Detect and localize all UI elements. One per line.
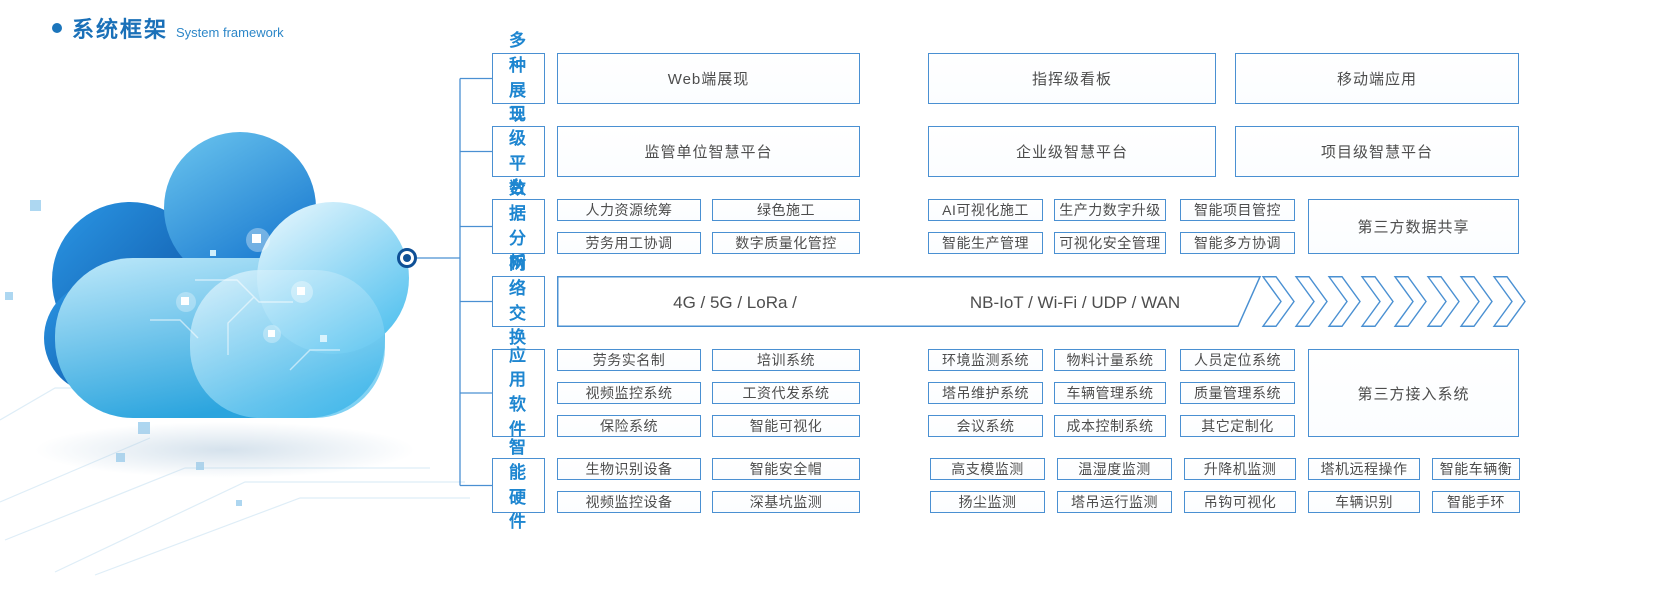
diagram-box: 深基坑监测 bbox=[712, 491, 860, 513]
diagram-box: 其它定制化 bbox=[1180, 415, 1295, 437]
diagram-box: 工资代发系统 bbox=[712, 382, 860, 404]
box-web-display: Web端展现 bbox=[557, 53, 860, 104]
box-command-dashboard: 指挥级看板 bbox=[928, 53, 1216, 104]
diagram-box: 绿色施工 bbox=[712, 199, 860, 221]
diagram-box: 智能车辆衡 bbox=[1432, 458, 1520, 480]
diagram-box: 塔机远程操作 bbox=[1308, 458, 1420, 480]
diagram-box: 智能可视化 bbox=[712, 415, 860, 437]
diagram-box: 环境监测系统 bbox=[928, 349, 1043, 371]
box-third-party-access-system: 第三方接入系统 bbox=[1308, 349, 1519, 437]
diagram-box: 视频监控设备 bbox=[557, 491, 701, 513]
diagram-box: 数字质量化管控 bbox=[712, 232, 860, 254]
bullet-icon bbox=[52, 23, 62, 33]
box-project-platform: 项目级智慧平台 bbox=[1235, 126, 1519, 177]
diagram-box: 会议系统 bbox=[928, 415, 1043, 437]
diagram-box: 培训系统 bbox=[712, 349, 860, 371]
diagram-box: 智能多方协调 bbox=[1180, 232, 1295, 254]
diagram-box: 车辆管理系统 bbox=[1054, 382, 1166, 404]
diagram-box: 生物识别设备 bbox=[557, 458, 701, 480]
diagram-box: 劳务实名制 bbox=[557, 349, 701, 371]
diagram-box: 成本控制系统 bbox=[1054, 415, 1166, 437]
category-display: 多种展现 bbox=[492, 31, 545, 124]
category-platform: 三级平台 bbox=[492, 104, 545, 197]
diagram-box: 智能项目管控 bbox=[1180, 199, 1295, 221]
diagram-box: 劳务用工协调 bbox=[557, 232, 701, 254]
diagram-box: 吊钩可视化 bbox=[1184, 491, 1296, 513]
diagram-box: 扬尘监测 bbox=[930, 491, 1045, 513]
box-third-party-data-sharing: 第三方数据共享 bbox=[1308, 199, 1519, 254]
diagram-box: 塔吊维护系统 bbox=[928, 382, 1043, 404]
diagram-box: 生产力数字升级 bbox=[1054, 199, 1166, 221]
banner-text-left: 4G / 5G / LoRa / bbox=[673, 293, 797, 312]
banner-outline bbox=[557, 276, 1262, 327]
chevron-right-icons bbox=[1261, 276, 1526, 327]
diagram-box: 人力资源统筹 bbox=[557, 199, 701, 221]
cloud-circuit-traces bbox=[150, 279, 340, 371]
category-network: 网络交换 bbox=[492, 254, 545, 347]
diagram-box: 智能手环 bbox=[1432, 491, 1520, 513]
diagram-box: 温湿度监测 bbox=[1057, 458, 1172, 480]
cloud-sparkles bbox=[176, 228, 327, 343]
box-regulator-platform: 监管单位智慧平台 bbox=[557, 126, 860, 177]
diagram-box: 物料计量系统 bbox=[1054, 349, 1166, 371]
diagram-box: 智能生产管理 bbox=[928, 232, 1043, 254]
diagram-box: 智能安全帽 bbox=[712, 458, 860, 480]
cloud-body bbox=[44, 132, 409, 418]
banner-text-right: NB-IoT / Wi-Fi / UDP / WAN bbox=[970, 293, 1180, 312]
diagram-box: AI可视化施工 bbox=[928, 199, 1043, 221]
connector-lines bbox=[397, 77, 492, 487]
diagram-box: 视频监控系统 bbox=[557, 382, 701, 404]
box-enterprise-platform: 企业级智慧平台 bbox=[928, 126, 1216, 177]
diagram-box: 塔吊运行监测 bbox=[1057, 491, 1172, 513]
diagram-box: 质量管理系统 bbox=[1180, 382, 1295, 404]
category-software: 应用软件 bbox=[492, 346, 545, 439]
diagram-box: 升降机监测 bbox=[1184, 458, 1296, 480]
title-chinese: 系统框架 bbox=[72, 17, 169, 42]
box-mobile-app: 移动端应用 bbox=[1235, 53, 1519, 104]
diagram-box: 可视化安全管理 bbox=[1054, 232, 1166, 254]
title-english: System framework bbox=[176, 25, 284, 40]
network-banner: 4G / 5G / LoRa / NB-IoT / Wi-Fi / UDP / … bbox=[557, 276, 1526, 327]
page-title: 系统框架 System framework bbox=[52, 12, 284, 44]
category-data-analysis: 数据分析 bbox=[492, 179, 545, 272]
diagram-box: 高支模监测 bbox=[930, 458, 1045, 480]
diagram-box: 车辆识别 bbox=[1308, 491, 1420, 513]
cloud-graphic bbox=[0, 132, 470, 576]
diagram-box: 人员定位系统 bbox=[1180, 349, 1295, 371]
diagram-box: 保险系统 bbox=[557, 415, 701, 437]
category-hardware: 智能硬件 bbox=[492, 438, 545, 531]
